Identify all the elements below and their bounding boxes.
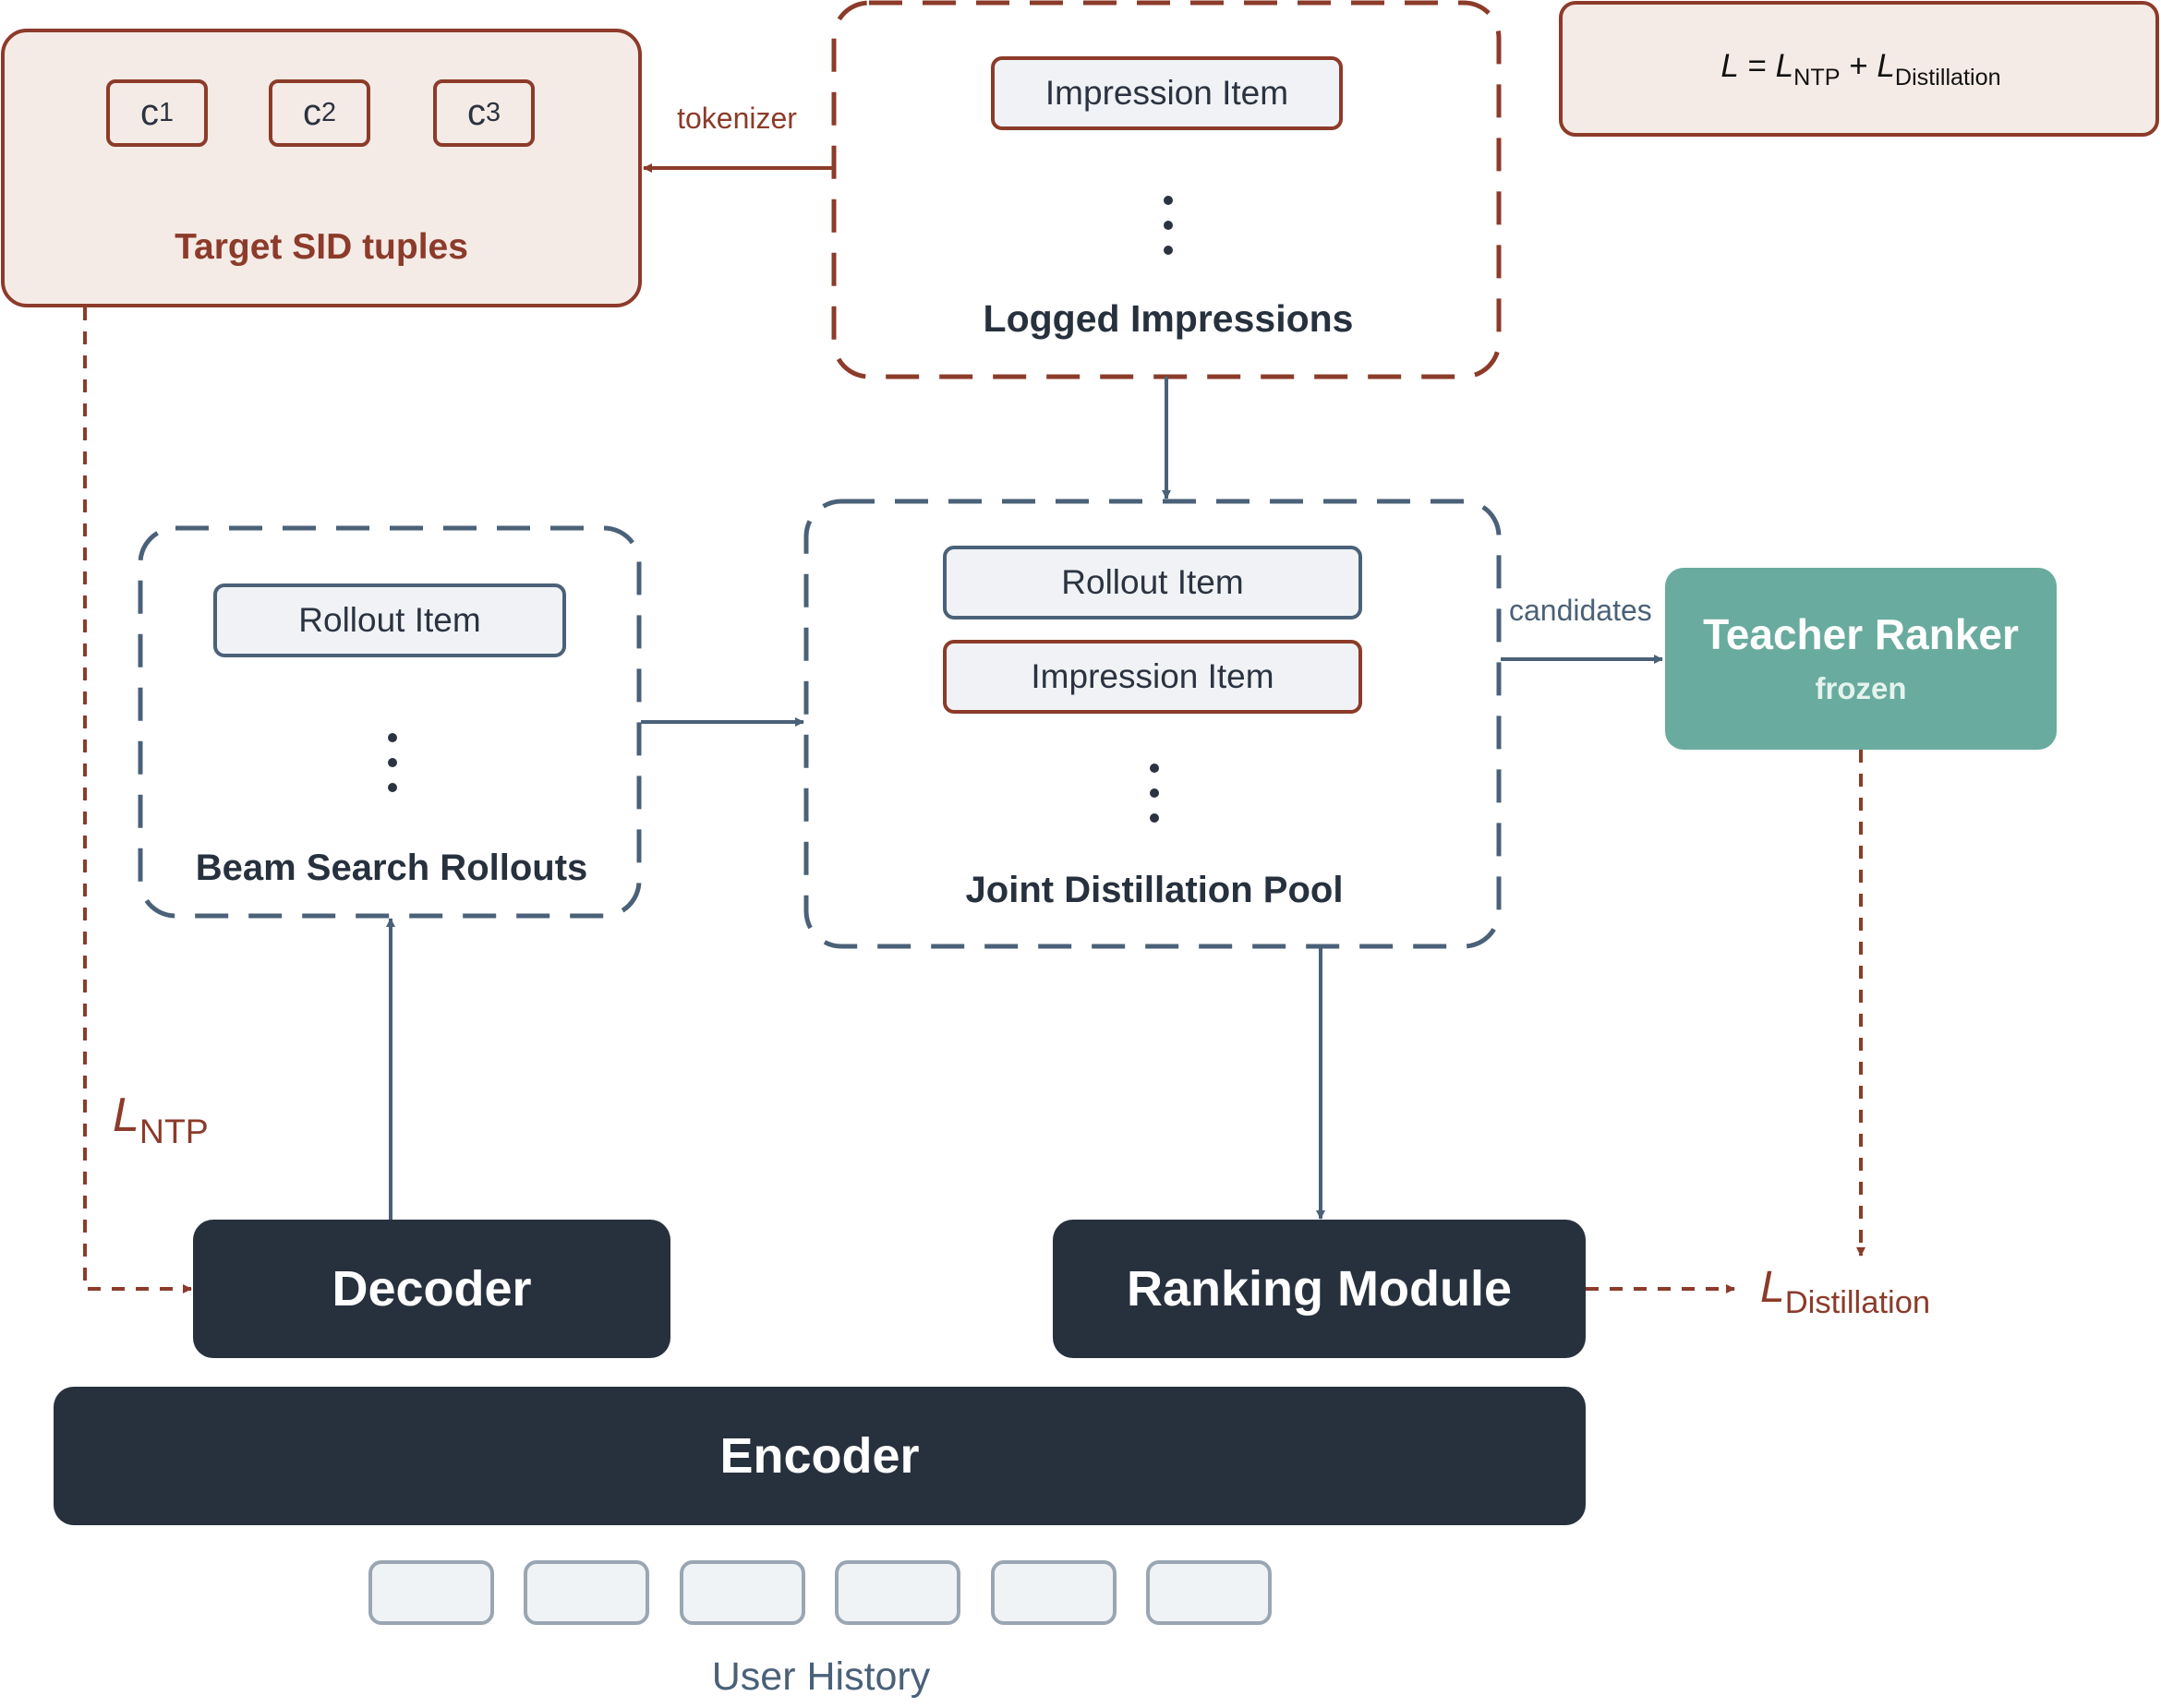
ntp-loss-label: LNTP xyxy=(113,1089,209,1151)
beam-rollout-item: Rollout Item xyxy=(213,583,566,657)
pool-impression-item: Impression Item xyxy=(943,640,1362,714)
encoder-block: Encoder xyxy=(54,1387,1586,1525)
teacher-ranker-box xyxy=(1665,568,2057,750)
beam-search-title: Beam Search Rollouts xyxy=(195,848,588,888)
tokenizer-label: tokenizer xyxy=(677,102,797,135)
user-history-label: User History xyxy=(711,1654,931,1699)
pool-rollout-item: Rollout Item xyxy=(943,546,1362,619)
user-history-slot xyxy=(991,1560,1117,1625)
decoder-block: Decoder xyxy=(193,1220,670,1358)
distillation-pool-title: Joint Distillation Pool xyxy=(965,870,1344,910)
distillation-loss-label: LDistillation xyxy=(1760,1263,1931,1321)
logged-impression-item: Impression Item xyxy=(991,56,1343,130)
distillation-pool-container xyxy=(803,499,1502,949)
beam-ellipsis xyxy=(388,733,397,808)
ranking-module-block: Ranking Module xyxy=(1053,1220,1586,1358)
candidates-label: candidates xyxy=(1509,594,1652,627)
user-history-slot xyxy=(680,1560,805,1625)
user-history-slot xyxy=(368,1560,494,1625)
sid-tuples-title: Target SID tuples xyxy=(175,227,468,267)
user-history-slot xyxy=(1146,1560,1272,1625)
logged-ellipsis xyxy=(1164,196,1173,271)
beam-search-container xyxy=(138,525,642,919)
teacher-ranker-title: Teacher Ranker xyxy=(1703,610,2019,658)
loss-formula: L = LNTP + LDistillation xyxy=(1720,48,2001,90)
loss-formula-box xyxy=(1559,1,2159,137)
logged-impressions-title: Logged Impressions xyxy=(983,297,1354,340)
user-history-slot xyxy=(835,1560,960,1625)
teacher-ranker-subtitle: frozen xyxy=(1815,671,1907,705)
pool-ellipsis xyxy=(1150,764,1159,838)
user-history-slot xyxy=(524,1560,649,1625)
